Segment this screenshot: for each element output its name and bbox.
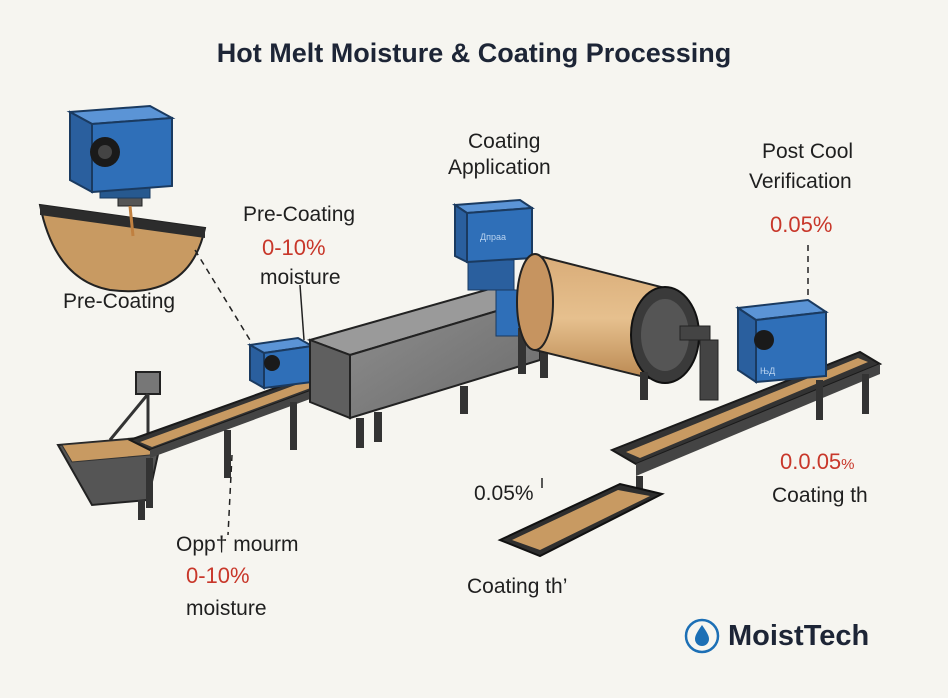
right-value-number: 0.0.05	[780, 449, 841, 474]
precoat-value: 0-10%	[262, 235, 326, 261]
coating-sensor-label: Дпраа	[480, 232, 506, 242]
brand-name: MoistTech	[728, 620, 869, 653]
postcool-line1: Post Cool	[762, 140, 853, 164]
mid-label: Coating th’	[467, 575, 567, 599]
diagram-title: Hot Melt Moisture & Coating Processing	[0, 38, 948, 69]
precoat-leader-line	[300, 285, 304, 340]
bottom-left-name: Opp† mourm	[176, 533, 299, 557]
right-value-unit: %	[841, 456, 854, 473]
right-label: Coating th	[772, 484, 868, 508]
precoat-unit: moisture	[260, 266, 341, 290]
water-drop-icon	[684, 618, 720, 654]
bottom-left-value: 0-10%	[186, 563, 250, 589]
postcool-line2: Verification	[749, 170, 852, 194]
mid-value: 0.05%	[474, 482, 534, 506]
brand-logo: MoistTech	[684, 618, 869, 654]
right-value: 0.0.05%	[780, 449, 855, 475]
inset-sensor-box	[70, 106, 172, 192]
postcool-sensor-label: ЊД	[760, 366, 775, 376]
precoating-sensor	[250, 338, 312, 388]
inset-precoating	[40, 106, 205, 291]
inset-leader-line	[195, 250, 250, 340]
coating-drum	[517, 254, 718, 400]
postcool-value: 0.05%	[770, 212, 832, 238]
postcool-sensor: ЊД	[738, 300, 826, 382]
coating-app-line2: Application	[448, 156, 551, 180]
bottom-left-unit: moisture	[186, 597, 267, 621]
coating-app-line1: Coating	[468, 130, 540, 154]
infeed-conveyor	[130, 372, 340, 508]
precoat-stage-label: Pre-Coating	[243, 203, 355, 227]
inset-label: Pre-Coating	[63, 290, 175, 314]
